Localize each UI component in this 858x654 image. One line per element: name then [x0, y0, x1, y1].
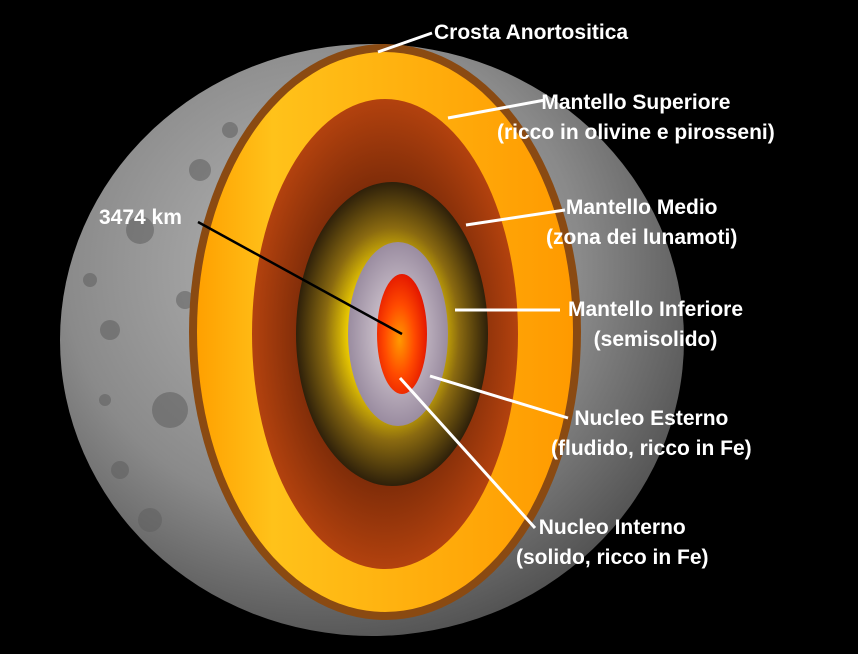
leader-lines [377, 31, 569, 530]
label-lower-mantle-detail: (semisolido) [593, 328, 718, 351]
radius-line [197, 220, 403, 336]
radius-label: 3474 km [99, 206, 182, 229]
moon-craters [83, 122, 238, 532]
leader-line-inner-core [398, 376, 537, 530]
leader-line-crust [377, 31, 433, 54]
label-crust-name: Crosta Anortositica [434, 21, 629, 44]
label-outer-core: Nucleo Esterno (fludido, ricco in Fe) [551, 404, 752, 464]
label-inner-core-name: Nucleo Interno [538, 516, 686, 539]
label-middle-mantle-name: Mantello Medio [565, 196, 718, 219]
label-inner-core-detail: (solido, ricco in Fe) [516, 546, 709, 569]
label-crust: Crosta Anortositica [434, 18, 628, 48]
leader-line-outer-core [429, 374, 569, 420]
label-upper-mantle: Mantello Superiore (ricco in olivine e p… [497, 88, 775, 148]
label-upper-mantle-name: Mantello Superiore [541, 91, 731, 114]
label-lower-mantle-name: Mantello Inferiore [568, 298, 744, 321]
label-inner-core: Nucleo Interno (solido, ricco in Fe) [516, 513, 709, 573]
label-middle-mantle-detail: (zona dei lunamoti) [546, 226, 738, 249]
label-middle-mantle: Mantello Medio (zona dei lunamoti) [546, 193, 737, 253]
label-upper-mantle-detail: (ricco in olivine e pirosseni) [497, 121, 775, 144]
leader-line-middle-mantle [465, 208, 566, 227]
label-outer-core-detail: (fludido, ricco in Fe) [551, 437, 752, 460]
label-lower-mantle: Mantello Inferiore (semisolido) [568, 295, 743, 355]
label-outer-core-name: Nucleo Esterno [574, 407, 729, 430]
leader-line-upper-mantle [447, 98, 546, 120]
